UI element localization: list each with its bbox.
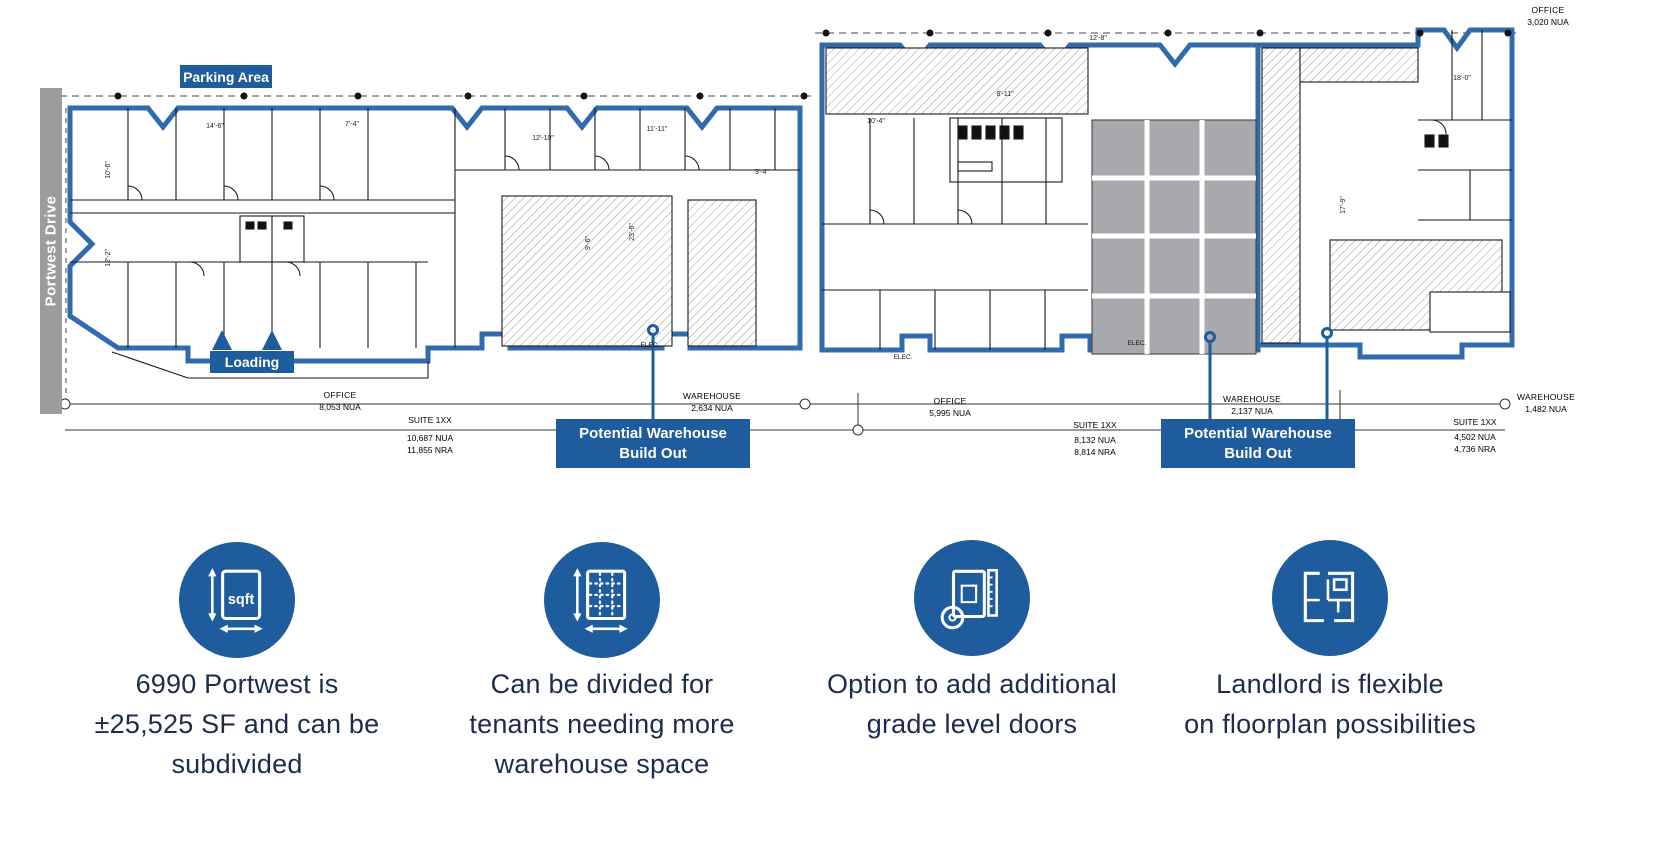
elec-label: ELEC. — [641, 342, 660, 349]
floorplan-drawing: 14'-6" 7'-4" 12'-10" 11'-11" 9'-6" 12'-2… — [59, 27, 1516, 436]
suite-a-drawing — [70, 108, 800, 379]
suite-c-drawing — [1261, 30, 1512, 344]
dimension-label: 10'-6" — [105, 161, 112, 179]
callout-line: Build Out — [619, 444, 687, 462]
suite-2-label: SUITE 1XX — [1073, 420, 1117, 430]
blueprint-icon — [914, 540, 1030, 656]
area-label-office-3: OFFICE 3,020 NUA — [1527, 5, 1569, 27]
dimension-label: 7'-4" — [345, 121, 359, 128]
dimension-label: 9'-6" — [585, 236, 592, 250]
suite-b-drawing — [822, 47, 1257, 355]
parking-area-text: Parking Area — [183, 68, 269, 85]
column-dots — [114, 29, 1512, 100]
suite-2-values: 8,132 NUA 8,814 NRA — [1074, 435, 1116, 457]
callout-leader-lines — [647, 324, 1333, 420]
callout-line: Build Out — [1224, 444, 1292, 462]
dimension-label: 12'-2" — [105, 249, 112, 267]
feature-caption-2: Can be divided for tenants needing more … — [469, 669, 735, 779]
dimension-label: 23'-6" — [629, 223, 636, 241]
suite-1-values: 10,687 NUA 11,855 NRA — [406, 433, 454, 455]
loading-arrow-icons — [212, 330, 282, 350]
loading-label: Loading — [210, 351, 294, 373]
suite-3-values: 4,502 NUA 4,736 NRA — [1454, 432, 1496, 454]
dimension-label: 18'-0" — [1453, 75, 1471, 82]
feature-caption-1: 6990 Portwest is ±25,525 SF and can be s… — [94, 669, 380, 779]
area-label-office-2: OFFICE 5,995 NUA — [929, 396, 971, 418]
callout-line: Potential Warehouse — [1184, 424, 1332, 442]
floorplan-icon — [1272, 540, 1388, 656]
suite-1-label: SUITE 1XX — [408, 415, 452, 425]
dimension-label: 12'-10" — [532, 135, 554, 142]
sqft-dimensions-icon: sqft — [179, 542, 295, 658]
street-bar: Portwest Drive — [40, 88, 62, 414]
dimension-label: 9'-4" — [755, 169, 769, 176]
area-label-warehouse-3: WAREHOUSE 1,482 NUA — [1516, 392, 1576, 414]
suite-3-label: SUITE 1XX — [1453, 417, 1497, 427]
dimension-label: 17'-9" — [1340, 196, 1347, 214]
area-label-warehouse-2: WAREHOUSE 2,137 NUA — [1222, 394, 1282, 416]
area-label-office-1: OFFICE 8,053 NUA — [319, 390, 361, 412]
dimension-label: 8'-11" — [996, 91, 1014, 98]
street-label: Portwest Drive — [42, 195, 60, 307]
area-label-warehouse-1: WAREHOUSE 2,634 NUA — [682, 391, 742, 413]
elec-label: ELEC. — [1128, 340, 1147, 347]
callout-warehouse-buildout-right: Potential Warehouse Build Out — [1161, 419, 1355, 468]
elec-label: ELEC. — [894, 354, 913, 361]
callout-line: Potential Warehouse — [579, 424, 727, 442]
dimension-label: 10'-4" — [867, 118, 885, 125]
dimension-label: 12'-8" — [1089, 35, 1107, 42]
svg-text:sqft: sqft — [228, 592, 255, 608]
dimension-labels: 14'-6" 7'-4" 12'-10" 11'-11" 9'-6" 12'-2… — [105, 35, 1471, 267]
feature-caption-3: Option to add additional grade level doo… — [826, 669, 1117, 739]
grid-dimensions-icon — [544, 542, 660, 658]
elec-labels: ELEC. ELEC. ELEC. — [641, 340, 1147, 361]
feature-caption-4: Landlord is flexible on floorplan possib… — [1184, 669, 1476, 739]
loading-text: Loading — [224, 354, 280, 370]
dimension-label: 14'-6" — [206, 123, 224, 130]
dimension-label: 11'-11" — [647, 126, 668, 133]
parking-area-label: Parking Area — [180, 65, 272, 88]
callout-warehouse-buildout-left: Potential Warehouse Build Out — [556, 419, 750, 468]
